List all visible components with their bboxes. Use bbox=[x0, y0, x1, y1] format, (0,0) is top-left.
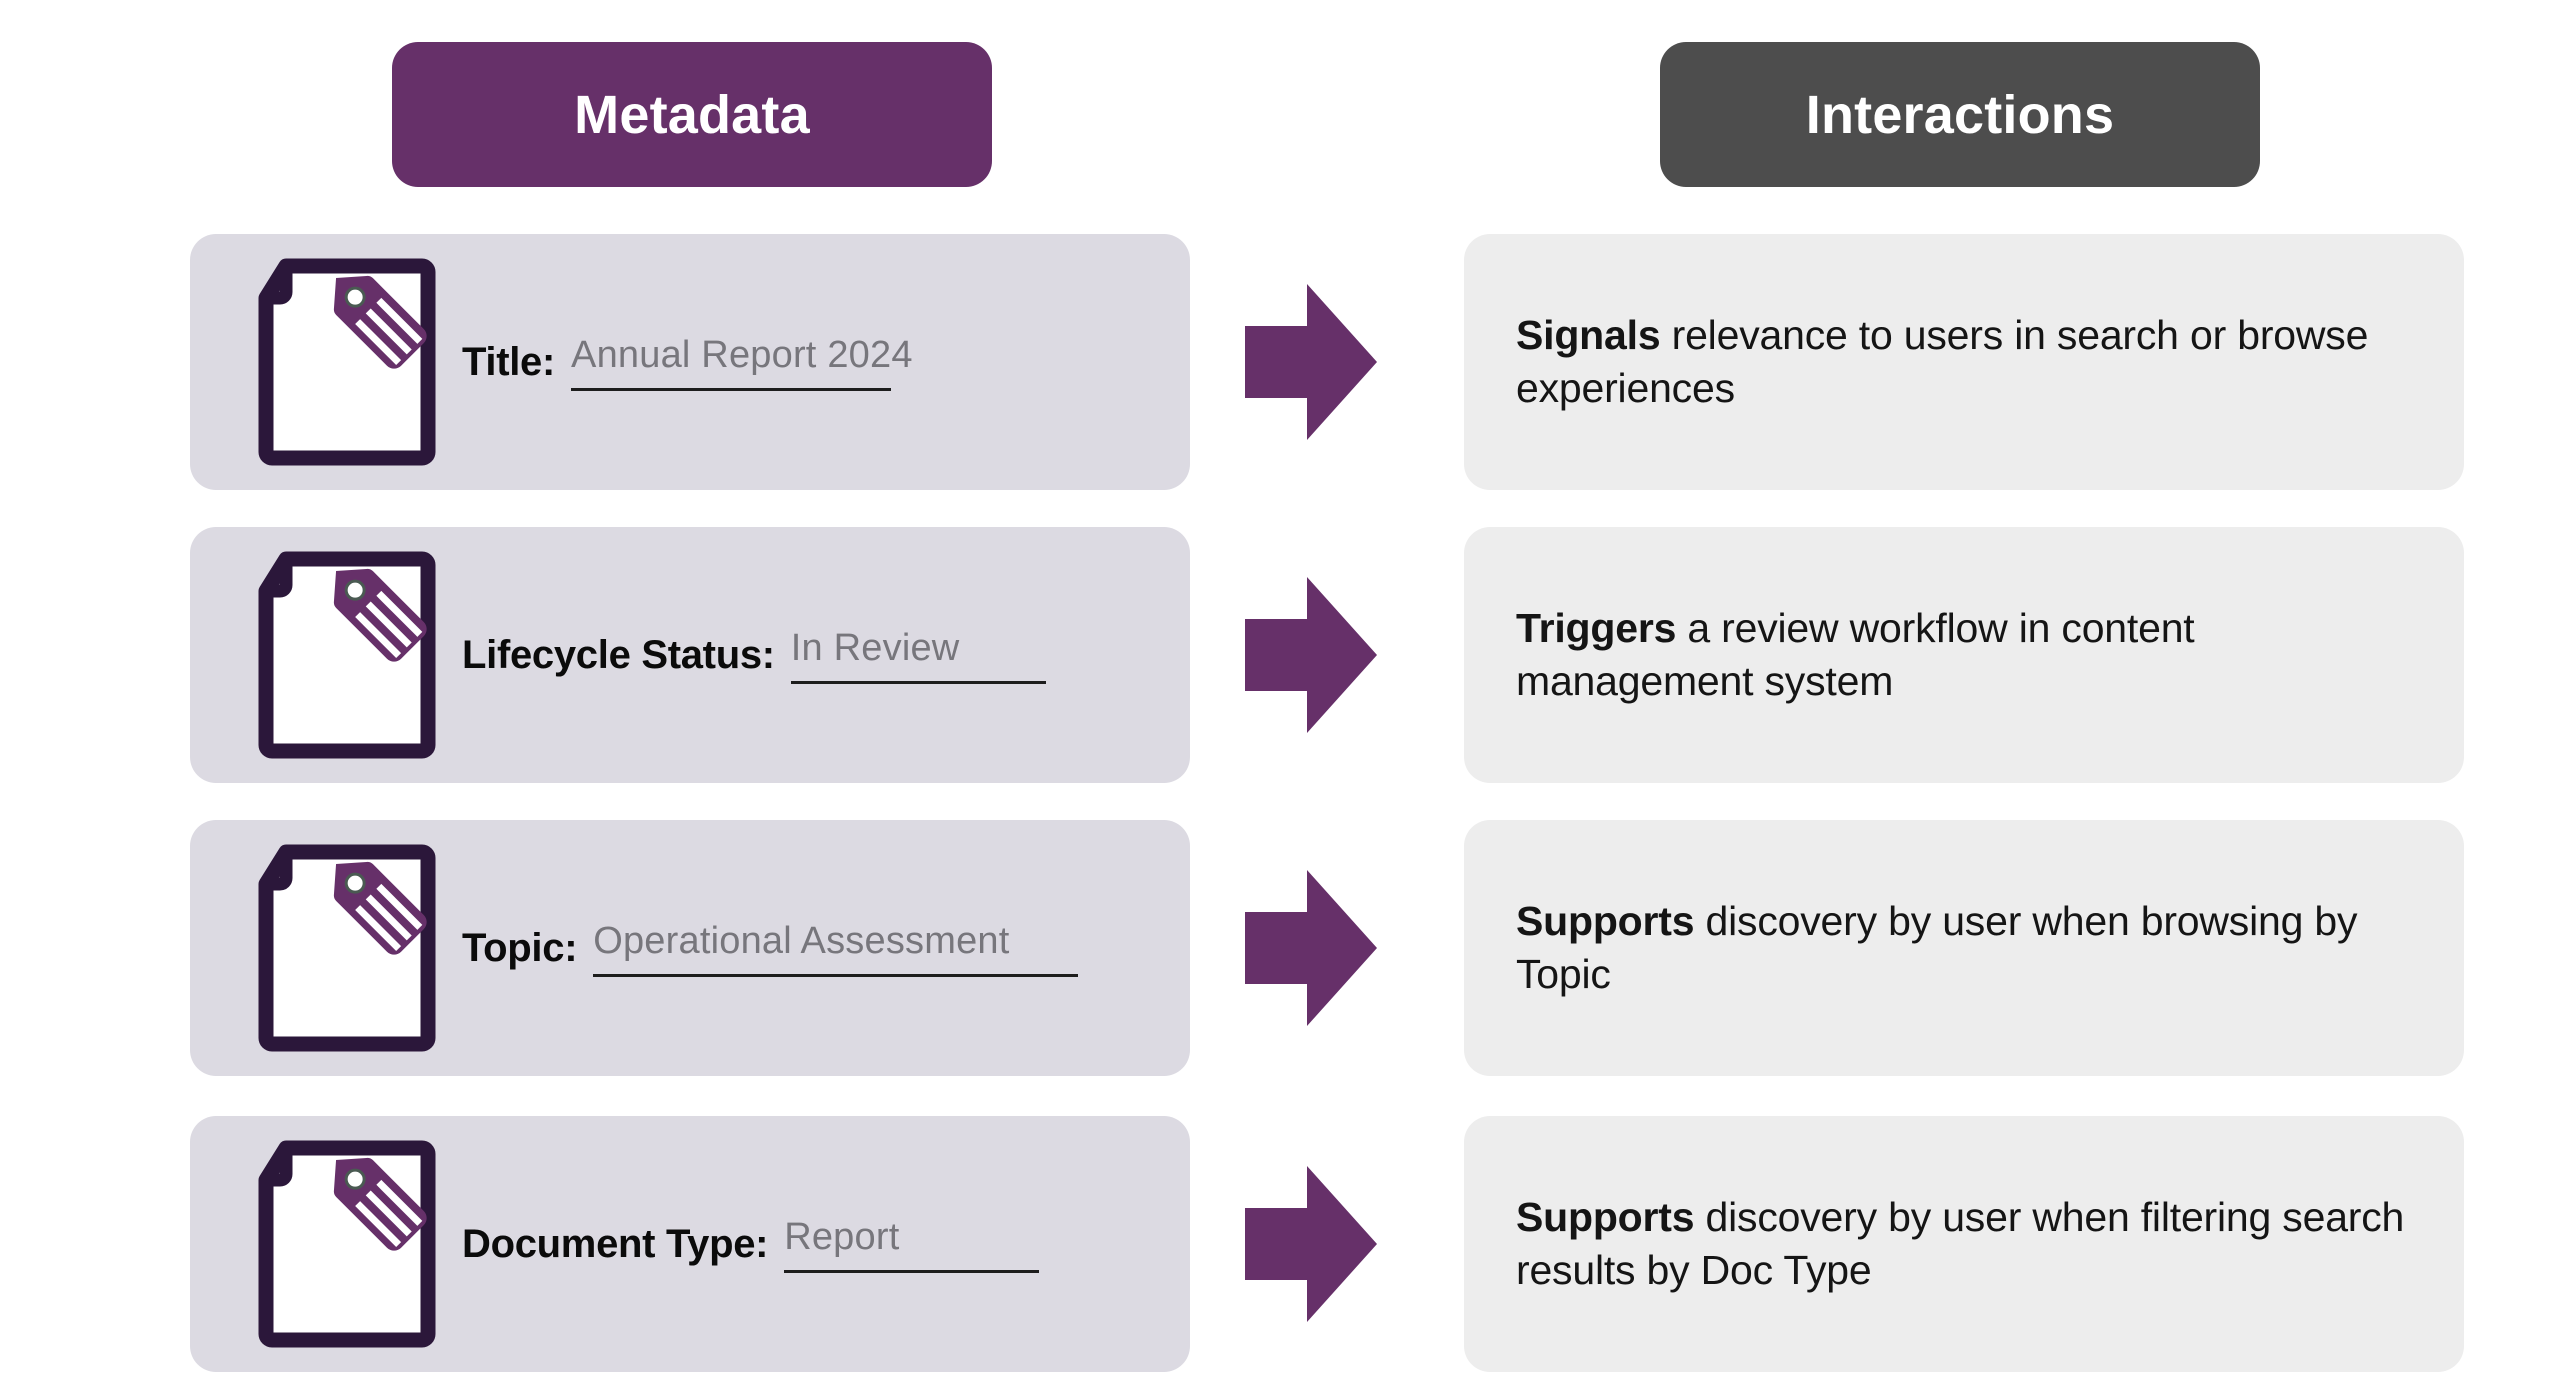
metadata-value-wrap[interactable]: Annual Report 2024 bbox=[571, 333, 1172, 391]
interaction-lead: Supports bbox=[1516, 897, 1695, 944]
metadata-card: Document Type: Report bbox=[190, 1116, 1190, 1372]
metadata-field: Topic: Operational Assessment bbox=[462, 820, 1172, 1076]
interaction-card: Signals relevance to users in search or … bbox=[1464, 234, 2464, 490]
column-header-metadata: Metadata bbox=[392, 42, 992, 187]
metadata-label: Title: bbox=[462, 340, 556, 384]
interaction-text: Triggers a review workflow in content ma… bbox=[1516, 602, 2412, 709]
metadata-underline bbox=[790, 681, 1046, 684]
arrow-right-icon bbox=[1245, 284, 1377, 440]
interaction-rest: a review workflow in content management … bbox=[1516, 604, 2195, 704]
metadata-interaction-row: Lifecycle Status: In Review Triggers a r… bbox=[0, 527, 2560, 783]
metadata-label: Document Type: bbox=[462, 1222, 769, 1266]
metadata-value-wrap[interactable]: Operational Assessment bbox=[593, 919, 1172, 977]
column-header-interactions: Interactions bbox=[1660, 42, 2260, 187]
metadata-card: Topic: Operational Assessment bbox=[190, 820, 1190, 1076]
metadata-value: In Review bbox=[790, 627, 960, 669]
interaction-card: Supports discovery by user when browsing… bbox=[1464, 820, 2464, 1076]
metadata-label: Topic: bbox=[462, 926, 578, 970]
metadata-value: Annual Report 2024 bbox=[571, 334, 913, 376]
metadata-value-wrap[interactable]: In Review bbox=[790, 626, 1172, 684]
arrow-right-icon bbox=[1245, 577, 1377, 733]
interaction-card: Triggers a review workflow in content ma… bbox=[1464, 527, 2464, 783]
metadata-interaction-row: Title: Annual Report 2024 Signals releva… bbox=[0, 234, 2560, 490]
interaction-text: Supports discovery by user when browsing… bbox=[1516, 895, 2412, 1002]
document-tag-icon bbox=[252, 1138, 442, 1350]
column-header-interactions-label: Interactions bbox=[1805, 84, 2115, 145]
arrow-right-icon bbox=[1245, 870, 1377, 1026]
metadata-value: Report bbox=[784, 1216, 900, 1258]
document-tag-icon bbox=[252, 256, 442, 468]
document-tag-icon bbox=[252, 842, 442, 1054]
metadata-interaction-row: Document Type: Report Supports discovery… bbox=[0, 1116, 2560, 1372]
metadata-interaction-row: Topic: Operational Assessment Supports d… bbox=[0, 820, 2560, 1076]
metadata-value: Operational Assessment bbox=[593, 920, 1010, 962]
interaction-text: Signals relevance to users in search or … bbox=[1516, 309, 2412, 416]
interaction-rest: discovery by user when filtering search … bbox=[1516, 1193, 2405, 1293]
column-header-metadata-label: Metadata bbox=[574, 84, 810, 145]
interaction-rest: discovery by user when browsing by Topic bbox=[1516, 897, 2358, 997]
interaction-card: Supports discovery by user when filterin… bbox=[1464, 1116, 2464, 1372]
metadata-underline bbox=[571, 388, 892, 391]
metadata-card: Title: Annual Report 2024 bbox=[190, 234, 1190, 490]
interaction-lead: Triggers bbox=[1516, 604, 1677, 651]
metadata-value-wrap[interactable]: Report bbox=[784, 1215, 1172, 1273]
metadata-field: Lifecycle Status: In Review bbox=[462, 527, 1172, 783]
arrow-right-icon bbox=[1245, 1166, 1377, 1322]
metadata-field: Document Type: Report bbox=[462, 1116, 1172, 1372]
metadata-card: Lifecycle Status: In Review bbox=[190, 527, 1190, 783]
interaction-rest: relevance to users in search or browse e… bbox=[1516, 311, 2369, 411]
interaction-lead: Supports bbox=[1516, 1193, 1695, 1240]
metadata-underline bbox=[593, 974, 1079, 977]
document-tag-icon bbox=[252, 549, 442, 761]
metadata-label: Lifecycle Status: bbox=[462, 633, 775, 677]
metadata-underline bbox=[784, 1270, 1040, 1273]
metadata-field: Title: Annual Report 2024 bbox=[462, 234, 1172, 490]
interaction-lead: Signals bbox=[1516, 311, 1661, 358]
interaction-text: Supports discovery by user when filterin… bbox=[1516, 1191, 2412, 1298]
